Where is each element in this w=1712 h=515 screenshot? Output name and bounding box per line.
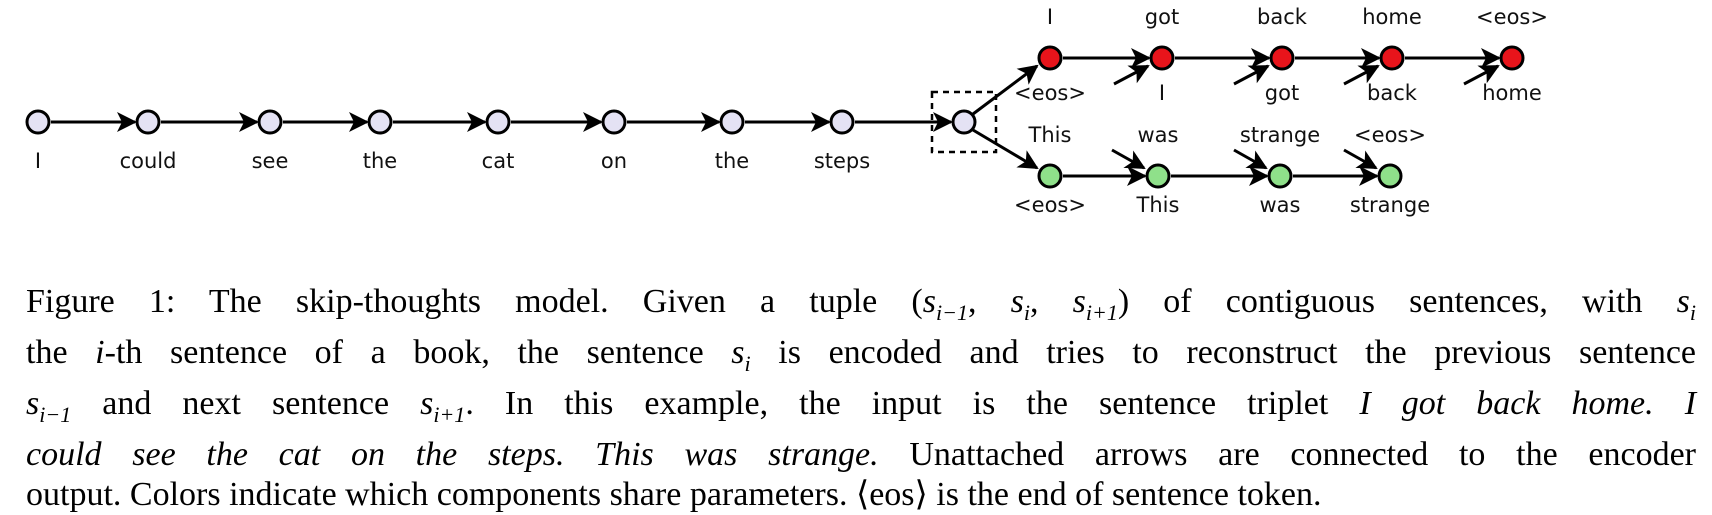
encoder-node [829,109,855,135]
prev-input-label: back [1367,81,1418,105]
skip-thought-node [951,109,977,135]
caption-line-5: output. Colors indicate which components… [26,475,1696,515]
math-s: s [420,385,434,422]
prev-decoder-node [1149,45,1175,71]
next-decoder-node [1037,163,1063,189]
math-sub: i+1 [1085,300,1118,325]
caption-text: , [1029,283,1073,320]
encoder-word-label: steps [814,149,870,173]
next-decoder-node [1145,163,1171,189]
encoder-node [257,109,283,135]
prev-input-label: got [1265,81,1299,105]
next-decoder-node [1267,163,1293,189]
caption-italic: could see the cat on the steps. This was… [26,436,879,473]
prev-decoder-node [1379,45,1405,71]
branch-edge-prev [972,64,1039,116]
math-sub: i [1689,300,1697,325]
next-output-label: strange [1240,123,1320,147]
encoder-node [25,109,51,135]
skip-thought-box [930,90,998,154]
unattached-arrow [1343,64,1380,86]
math-sub: i−1 [39,402,72,427]
next-output-label: was [1138,123,1179,147]
math-sub: i [744,351,751,376]
caption-italic: I got back home. I [1359,385,1697,422]
prev-decoder-node [1269,45,1295,71]
math-s: s [1072,283,1086,320]
prev-input-label: <eos> [1014,81,1086,105]
caption-text: ) of contiguous sentences, with [1117,283,1677,320]
caption-text: Unattached arrows are connected to the e… [878,436,1696,473]
caption-text: output. Colors indicate which components… [26,476,1322,513]
figure-caption: Figure 1: The skip-thoughts model. Given… [26,282,1696,515]
math-sub: i+1 [433,402,466,427]
prev-input-label: I [1159,81,1165,105]
next-input-label: strange [1350,193,1430,217]
unattached-arrow [1113,64,1150,86]
next-input-label: <eos> [1014,193,1086,217]
encoder-word-label: I [35,149,41,173]
prev-decoder-node [1037,45,1063,71]
math-sub: i−1 [935,300,968,325]
unattached-arrow [1233,64,1270,86]
math-s: s [922,283,936,320]
prev-output-label: I [1047,5,1053,29]
caption-text: Figure 1: The skip-thoughts model. Given… [26,283,923,320]
encoder-node [367,109,393,135]
math-s: s [26,385,40,422]
caption-text: -th sentence of a book, the sentence [104,334,732,371]
prev-output-label: <eos> [1476,5,1548,29]
next-input-label: This [1136,193,1180,217]
caption-line-4: could see the cat on the steps. This was… [26,435,1696,475]
unattached-arrow [1463,64,1500,86]
caption-text: is encoded and tries to reconstruct the … [750,334,1696,371]
encoder-word-label: on [601,149,627,173]
unattached-arrow [1343,148,1378,170]
caption-text: . In this example, the input is the sent… [465,385,1360,422]
math-sub: i [1023,300,1030,325]
prev-decoder-node [1499,45,1525,71]
branch-edge-next [972,128,1039,170]
encoder-node [601,109,627,135]
prev-output-label: back [1257,5,1308,29]
diagram-nodes [25,45,1525,189]
math-i: i [95,334,105,371]
prev-output-label: home [1362,5,1422,29]
next-output-label: This [1028,123,1072,147]
unattached-arrow [1111,148,1146,170]
math-s: s [1676,283,1690,320]
caption-text: and next sentence [71,385,421,422]
math-s: s [731,334,745,371]
encoder-word-label: the [715,149,749,173]
caption-line-1: Figure 1: The skip-thoughts model. Given… [26,282,1696,333]
encoder-word-label: the [363,149,397,173]
unattached-arrow [1233,148,1268,170]
caption-line-3: si−1 and next sentence si+1. In this exa… [26,384,1696,435]
next-input-label: was [1260,193,1301,217]
prev-input-label: home [1482,81,1542,105]
math-s: s [1010,283,1024,320]
encoder-word-label: could [120,149,177,173]
encoder-node [719,109,745,135]
encoder-word-label: see [252,149,289,173]
caption-line-2: the i-th sentence of a book, the sentenc… [26,333,1696,384]
next-output-label: <eos> [1354,123,1426,147]
encoder-node [485,109,511,135]
prev-output-label: got [1145,5,1179,29]
caption-text: the [26,334,96,371]
caption-text: , [967,283,1011,320]
next-decoder-node [1377,163,1403,189]
diagram-edges [51,48,1501,186]
encoder-word-label: cat [482,149,515,173]
encoder-node [135,109,161,135]
